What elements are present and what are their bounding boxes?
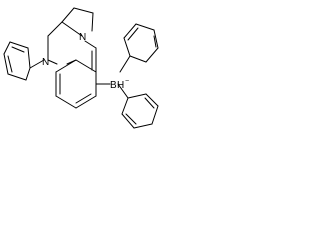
- bond: [25, 67, 31, 81]
- bond: [145, 93, 159, 107]
- bond: [11, 46, 25, 53]
- bond: [29, 59, 45, 69]
- bond: [47, 21, 63, 37]
- bond: [47, 59, 58, 65]
- b-phenyl-bottom-ring: [117, 83, 159, 129]
- bond: [153, 29, 159, 49]
- nitrogen-label-left: N: [42, 57, 49, 68]
- bond: [27, 47, 31, 69]
- bond: [123, 23, 137, 39]
- bond: [117, 83, 129, 99]
- negative-charge-label: −: [125, 78, 129, 85]
- n-phenyl-ring: [3, 41, 45, 81]
- bond: [133, 123, 153, 129]
- benzo-ring: [55, 59, 97, 109]
- bond: [153, 35, 157, 48]
- bond: [73, 7, 94, 14]
- bond: [3, 41, 11, 55]
- central-ring: [47, 35, 97, 73]
- bond: [121, 113, 135, 129]
- bond: [84, 40, 97, 49]
- bond: [55, 95, 77, 109]
- bond: [3, 53, 9, 75]
- bond: [125, 113, 137, 125]
- bond: [91, 12, 94, 32]
- b-phenyl-top-ring: [119, 23, 159, 73]
- bond: [123, 37, 131, 57]
- structure-diagram: N N B H −: [3, 7, 159, 129]
- bond: [55, 59, 77, 73]
- bond: [145, 47, 159, 63]
- bond: [121, 97, 129, 115]
- bond: [127, 27, 139, 41]
- boron-label: B: [110, 80, 117, 91]
- bond: [7, 73, 27, 81]
- bond: [119, 55, 131, 73]
- bond: [75, 95, 97, 109]
- bond: [9, 41, 29, 49]
- bond: [7, 55, 13, 73]
- bond: [75, 93, 92, 104]
- bond: [144, 97, 155, 109]
- bond: [61, 7, 75, 23]
- bond: [127, 93, 147, 99]
- bond: [135, 23, 155, 31]
- nitrogen-label-top: N: [79, 32, 86, 43]
- pyrrolidine-ring: [47, 7, 94, 37]
- hydrogen-label: H: [117, 80, 124, 91]
- bond: [61, 21, 83, 37]
- bond: [129, 55, 147, 63]
- bond: [151, 105, 159, 125]
- bond: [75, 59, 97, 73]
